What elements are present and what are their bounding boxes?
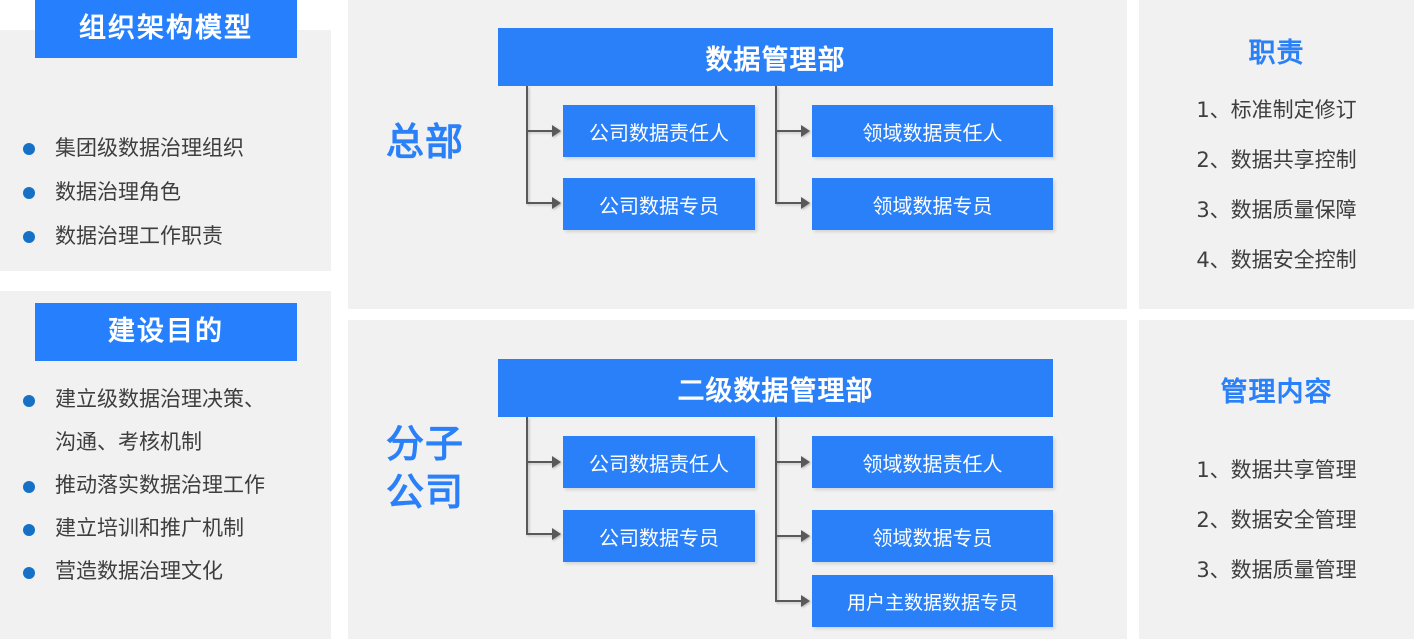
panel-org-model: 组织架构模型 集团级数据治理组织 数据治理角色 数据治理工作职责 xyxy=(0,0,331,271)
connector-vertical-right xyxy=(775,86,777,203)
connector-horizontal xyxy=(775,202,803,204)
bullet-dot-icon xyxy=(23,524,35,536)
connector-horizontal xyxy=(526,533,554,535)
list-item-label: 推动落实数据治理工作 xyxy=(55,473,265,497)
node-company-data-owner[interactable]: 公司数据责任人 xyxy=(563,105,755,157)
list-item: 2、数据安全管理 xyxy=(1196,508,1357,532)
list-item-label: 数据治理工作职责 xyxy=(55,224,223,248)
node-secondary-data-management-dept[interactable]: 二级数据管理部 xyxy=(498,359,1053,417)
arrow-head-icon xyxy=(801,530,810,542)
node-company-data-steward[interactable]: 公司数据专员 xyxy=(563,510,755,562)
connector-vertical-right xyxy=(775,417,777,601)
connector-horizontal xyxy=(775,461,803,463)
list-item: 推动落实数据治理工作 xyxy=(18,464,319,507)
panel-management-content: 管理内容 1、数据共享管理 2、数据安全管理 3、数据质量管理 xyxy=(1139,320,1414,639)
bullet-dot-icon xyxy=(23,481,35,493)
list-item: 营造数据治理文化 xyxy=(18,550,319,593)
list-item: 建立级数据治理决策、 沟通、考核机制 xyxy=(18,378,319,464)
panel-title-management-content: 管理内容 xyxy=(1220,377,1333,408)
node-master-data-steward[interactable]: 用户主数据数据专员 xyxy=(812,575,1053,627)
list-item-label: 数据治理角色 xyxy=(55,180,181,204)
list-item: 1、数据共享管理 xyxy=(1196,458,1357,482)
list-item: 建立培训和推广机制 xyxy=(18,507,319,550)
panel-headquarters-org: 总部 数据管理部 公司数据责任人 公司数据专员 领域数据责任人 领域数据专员 xyxy=(348,0,1127,309)
node-domain-data-steward[interactable]: 领域数据专员 xyxy=(812,510,1053,562)
panel-build-goal: 建设目的 建立级数据治理决策、 沟通、考核机制 推动落实数据治理工作 建立培训和… xyxy=(0,291,331,639)
panel-subsidiary-org: 分子 公司 二级数据管理部 公司数据责任人 公司数据专员 领域数据责任人 领域数… xyxy=(348,320,1127,639)
node-company-data-steward[interactable]: 公司数据专员 xyxy=(563,178,755,230)
arrow-head-icon xyxy=(801,125,810,137)
bullet-dot-icon xyxy=(23,143,35,155)
list-item: 3、数据质量保障 xyxy=(1196,198,1357,222)
panel-title-build-goal: 建设目的 xyxy=(35,303,297,361)
arrow-head-icon xyxy=(552,125,561,137)
bullet-list-build-goal: 建立级数据治理决策、 沟通、考核机制 推动落实数据治理工作 建立培训和推广机制 … xyxy=(18,378,319,593)
arrow-head-icon xyxy=(801,197,810,209)
list-item: 集团级数据治理组织 xyxy=(18,126,319,170)
node-data-management-dept[interactable]: 数据管理部 xyxy=(498,28,1053,86)
connector-horizontal xyxy=(775,600,803,602)
connector-horizontal xyxy=(775,130,803,132)
node-company-data-owner[interactable]: 公司数据责任人 xyxy=(563,436,755,488)
connector-horizontal xyxy=(526,130,554,132)
list-item: 1、标准制定修订 xyxy=(1196,98,1357,122)
arrow-head-icon xyxy=(801,456,810,468)
list-item: 2、数据共享控制 xyxy=(1196,148,1357,172)
section-label-subsidiary: 分子 公司 xyxy=(385,422,464,514)
arrow-head-icon xyxy=(552,528,561,540)
section-label-headquarters: 总部 xyxy=(385,120,464,164)
bullet-dot-icon xyxy=(23,231,35,243)
list-item: 数据治理角色 xyxy=(18,170,319,214)
numbered-list-management-content: 1、数据共享管理 2、数据安全管理 3、数据质量管理 xyxy=(1139,445,1414,595)
connector-vertical-left xyxy=(526,417,528,534)
bullet-dot-icon xyxy=(23,395,35,407)
connector-horizontal xyxy=(526,202,554,204)
panel-title-duties: 职责 xyxy=(1248,38,1305,69)
connector-horizontal xyxy=(526,461,554,463)
list-item: 数据治理工作职责 xyxy=(18,214,319,258)
list-item-label: 建立培训和推广机制 xyxy=(55,516,244,540)
list-item-label: 建立级数据治理决策、 沟通、考核机制 xyxy=(55,387,265,454)
arrow-head-icon xyxy=(552,456,561,468)
arrow-head-icon xyxy=(552,197,561,209)
bullet-dot-icon xyxy=(23,567,35,579)
list-item: 3、数据质量管理 xyxy=(1196,558,1357,582)
bullet-dot-icon xyxy=(23,187,35,199)
arrow-head-icon xyxy=(801,595,810,607)
numbered-list-duties: 1、标准制定修订 2、数据共享控制 3、数据质量保障 4、数据安全控制 xyxy=(1139,85,1414,285)
list-item-label: 营造数据治理文化 xyxy=(55,559,223,583)
node-domain-data-owner[interactable]: 领域数据责任人 xyxy=(812,105,1053,157)
panel-duties: 职责 1、标准制定修订 2、数据共享控制 3、数据质量保障 4、数据安全控制 xyxy=(1139,0,1414,309)
list-item: 4、数据安全控制 xyxy=(1196,248,1357,272)
panel-title-org-model: 组织架构模型 xyxy=(35,0,297,58)
node-domain-data-owner[interactable]: 领域数据责任人 xyxy=(812,436,1053,488)
bullet-list-org-model: 集团级数据治理组织 数据治理角色 数据治理工作职责 xyxy=(18,126,319,258)
node-domain-data-steward[interactable]: 领域数据专员 xyxy=(812,178,1053,230)
connector-horizontal xyxy=(775,535,803,537)
list-item-label: 集团级数据治理组织 xyxy=(55,136,244,160)
connector-vertical-left xyxy=(526,86,528,203)
